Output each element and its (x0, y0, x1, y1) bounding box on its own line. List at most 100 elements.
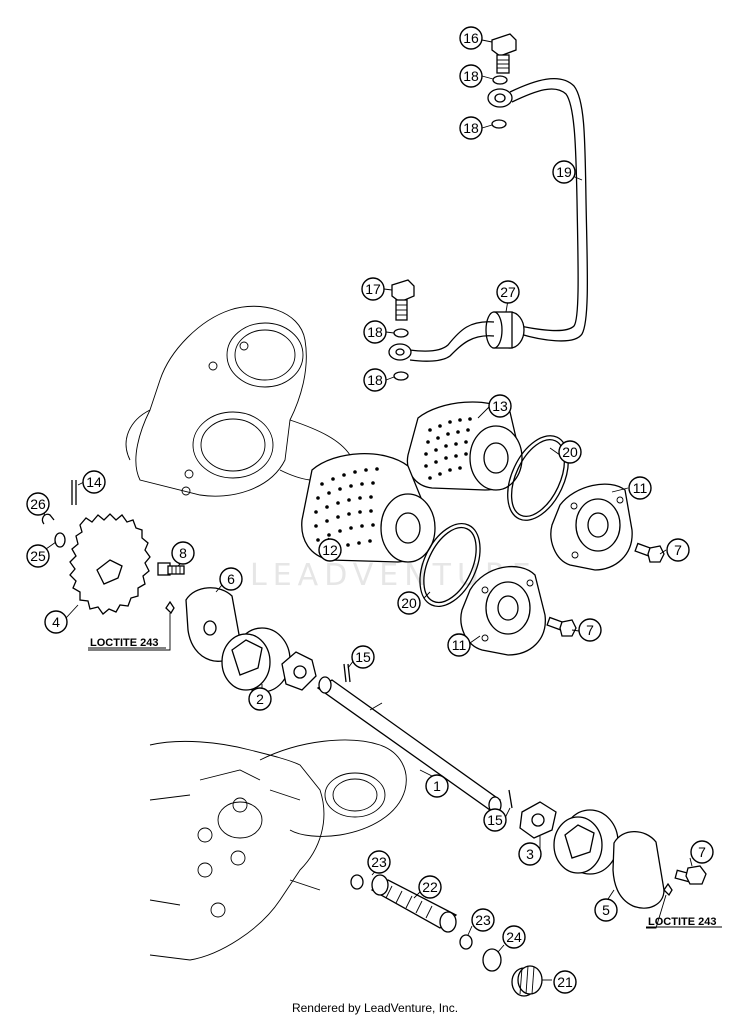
banjo-bolt-top[interactable] (491, 33, 517, 74)
oil-filter-front[interactable] (301, 453, 436, 563)
pump-rotor-right[interactable] (553, 809, 619, 875)
pump-cover-plate-right[interactable] (612, 830, 665, 909)
callout-11[interactable]: 11 (628, 476, 652, 500)
pipe-damper[interactable] (485, 311, 525, 349)
callout-3[interactable]: 3 (518, 842, 542, 866)
callout-8[interactable]: 8 (171, 541, 195, 565)
callout-22[interactable]: 22 (418, 875, 442, 899)
pump-bolt[interactable] (157, 562, 185, 576)
loctite-label-left: LOCTITE 243 (90, 637, 158, 649)
svg-text:22: 22 (422, 879, 438, 895)
svg-text:12: 12 (322, 542, 338, 558)
svg-text:18: 18 (367, 324, 383, 340)
svg-text:8: 8 (179, 545, 187, 561)
cover-bolt-upper[interactable] (634, 542, 665, 563)
svg-text:23: 23 (475, 912, 491, 928)
cover-bolt-lower[interactable] (546, 616, 577, 637)
o-ring-strainer-b[interactable] (459, 934, 473, 950)
callout-6[interactable]: 6 (219, 567, 243, 591)
filter-cover-upper[interactable] (550, 483, 633, 571)
cover-bolt-right[interactable] (674, 865, 707, 885)
gear-washer[interactable] (54, 532, 66, 548)
drive-pin-upper[interactable] (343, 663, 347, 683)
washer-top-a[interactable] (492, 75, 508, 85)
callout-20[interactable]: 20 (558, 440, 582, 464)
circlip[interactable] (41, 513, 55, 525)
svg-text:25: 25 (30, 548, 46, 564)
callout-12[interactable]: 12 (318, 538, 342, 562)
callout-21[interactable]: 21 (553, 970, 577, 994)
filter-cover-lower[interactable] (460, 565, 546, 656)
callout-7[interactable]: 7 (666, 538, 690, 562)
callout-15[interactable]: 15 (351, 645, 375, 669)
callout-1[interactable]: 1 (425, 774, 449, 798)
callout-14[interactable]: 14 (82, 470, 106, 494)
callout-15[interactable]: 15 (483, 808, 507, 832)
svg-text:13: 13 (492, 398, 508, 414)
oil-strainer[interactable] (370, 874, 458, 933)
svg-text:21: 21 (557, 974, 573, 990)
engine-case-upper (125, 305, 351, 497)
callout-26[interactable]: 26 (26, 492, 50, 516)
svg-text:18: 18 (463, 68, 479, 84)
footer-credit: Rendered by LeadVenture, Inc. (291, 1001, 459, 1015)
plug-seal[interactable] (482, 948, 502, 972)
callout-27[interactable]: 27 (496, 280, 520, 304)
callout-4[interactable]: 4 (44, 610, 68, 634)
callout-19[interactable]: 19 (552, 160, 576, 184)
svg-text:20: 20 (401, 595, 417, 611)
inner-rotor-right[interactable] (519, 801, 557, 839)
drain-plug[interactable] (511, 965, 543, 997)
callout-2[interactable]: 2 (248, 687, 272, 711)
o-ring-lower[interactable] (408, 514, 492, 616)
callout-7[interactable]: 7 (578, 618, 602, 642)
callout-17[interactable]: 17 (361, 277, 385, 301)
loctite-label-right: LOCTITE 243 (648, 916, 716, 928)
svg-text:6: 6 (227, 571, 235, 587)
pump-rotor-left[interactable] (221, 627, 291, 693)
drive-pin-lower[interactable] (508, 789, 513, 809)
oil-pump-gear[interactable] (69, 513, 151, 615)
svg-text:5: 5 (602, 902, 610, 918)
svg-text:15: 15 (487, 812, 503, 828)
callout-7[interactable]: 7 (690, 840, 714, 864)
o-ring-upper[interactable] (495, 426, 580, 530)
svg-text:19: 19 (556, 164, 572, 180)
svg-text:15: 15 (355, 649, 371, 665)
callout-18[interactable]: 18 (363, 320, 387, 344)
o-ring-strainer-a[interactable] (350, 874, 364, 890)
svg-text:26: 26 (30, 496, 46, 512)
banjo-fitting-lower[interactable] (388, 343, 412, 361)
inner-rotor-left[interactable] (281, 651, 317, 691)
svg-text:20: 20 (562, 444, 578, 460)
callout-23[interactable]: 23 (471, 908, 495, 932)
callout-13[interactable]: 13 (488, 394, 512, 418)
loctite-drop-left (165, 600, 175, 615)
callout-5[interactable]: 5 (594, 898, 618, 922)
callout-23[interactable]: 23 (367, 850, 391, 874)
callout-18[interactable]: 18 (459, 116, 483, 140)
washer-lower-a[interactable] (393, 328, 409, 338)
svg-text:18: 18 (367, 372, 383, 388)
banjo-fitting-top[interactable] (487, 88, 513, 108)
pump-shaft[interactable] (316, 676, 502, 814)
callout-24[interactable]: 24 (502, 925, 526, 949)
oil-filter-rear[interactable] (406, 401, 523, 491)
svg-text:7: 7 (586, 622, 594, 638)
callout-20[interactable]: 20 (397, 591, 421, 615)
callout-18[interactable]: 18 (363, 368, 387, 392)
banjo-bolt-lower[interactable] (391, 279, 415, 321)
callout-16[interactable]: 16 (459, 26, 483, 50)
washer-lower-b[interactable] (393, 371, 409, 381)
svg-text:4: 4 (52, 614, 60, 630)
callout-11[interactable]: 11 (447, 633, 471, 657)
svg-text:11: 11 (633, 480, 648, 496)
svg-text:7: 7 (698, 844, 706, 860)
washer-top-b[interactable] (491, 119, 507, 129)
oil-line-assembly (388, 33, 589, 381)
oil-pipe[interactable] (509, 78, 589, 342)
callout-25[interactable]: 25 (26, 544, 50, 568)
svg-text:3: 3 (526, 846, 534, 862)
callout-18[interactable]: 18 (459, 64, 483, 88)
